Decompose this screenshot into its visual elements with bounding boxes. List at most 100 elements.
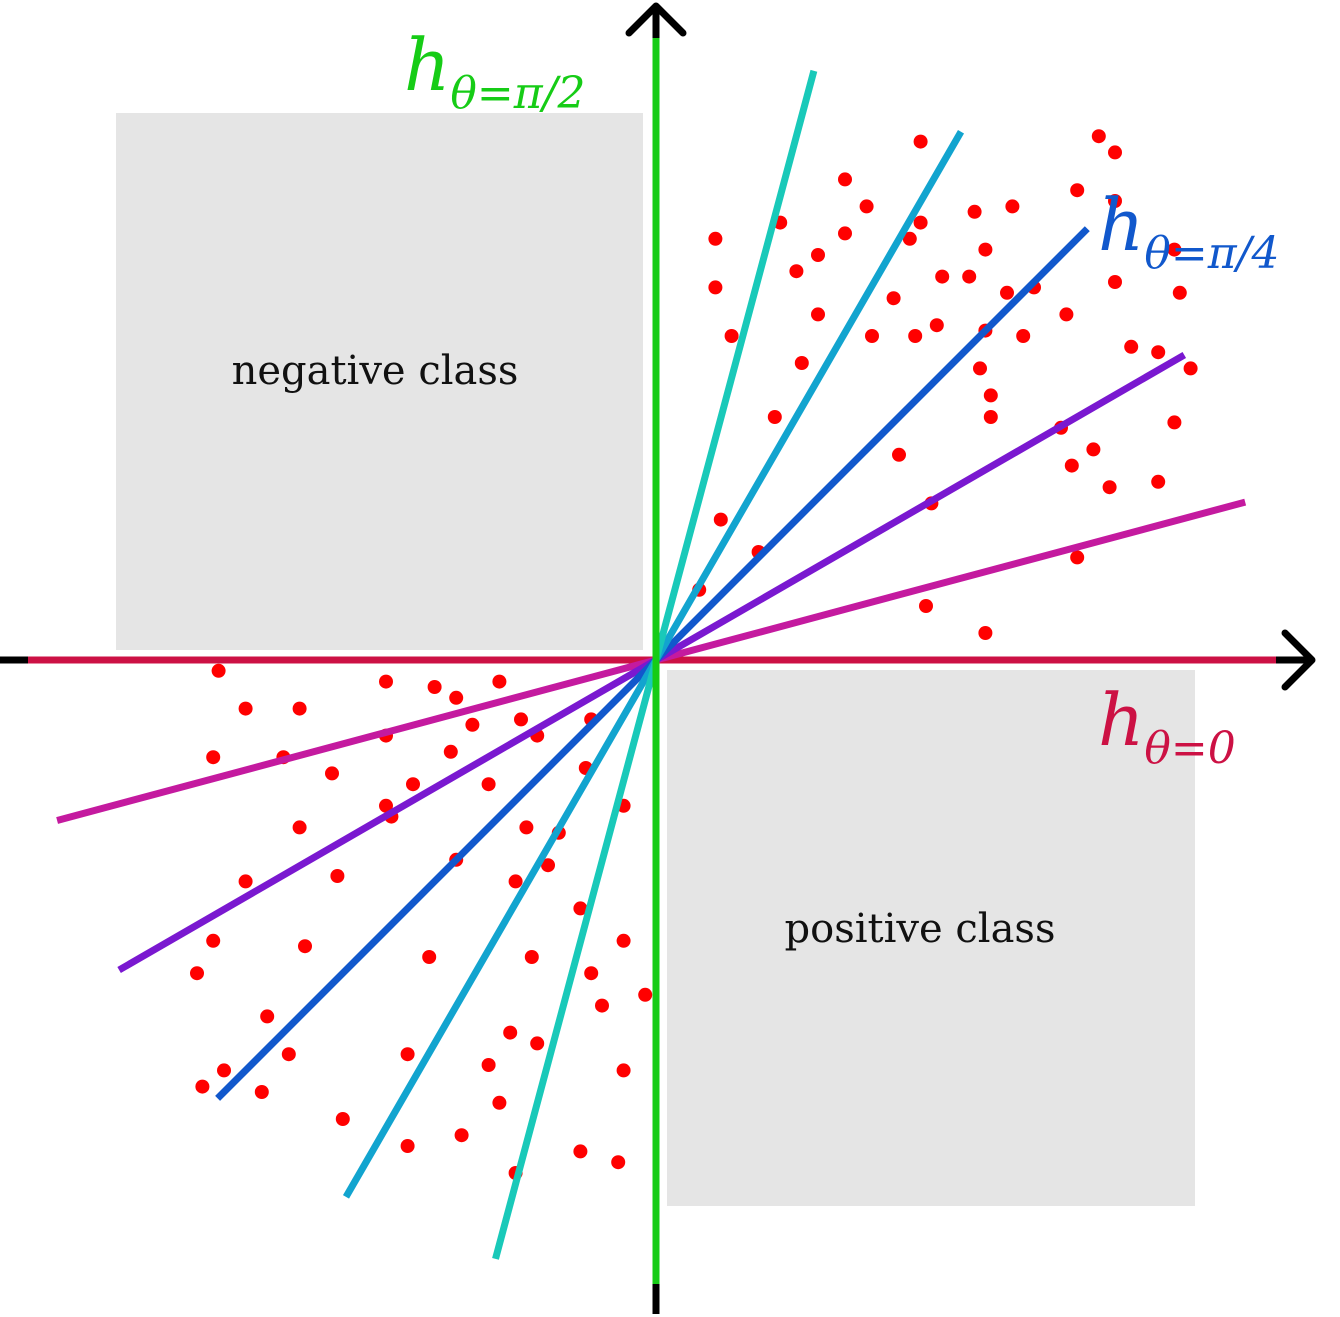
hypothesis-lines	[28, 38, 1276, 1284]
data-point	[530, 1036, 545, 1051]
data-points	[190, 129, 1198, 1180]
data-point	[638, 987, 653, 1002]
data-point	[1102, 480, 1117, 495]
data-point	[789, 264, 804, 279]
data-point	[724, 329, 739, 343]
y-axis-arrowhead	[625, 2, 687, 37]
data-point	[1151, 345, 1166, 360]
data-point	[978, 626, 993, 640]
data-point	[616, 933, 631, 948]
positive-class-region	[667, 670, 1195, 1206]
data-point	[514, 712, 528, 727]
h-theta-0-subscript: θ=0	[1144, 723, 1235, 774]
data-point	[1167, 242, 1182, 257]
data-point	[217, 1063, 231, 1078]
data-point	[449, 690, 464, 705]
data-point	[573, 1144, 588, 1159]
data-point	[973, 361, 987, 376]
negative-class-label: negative class	[232, 348, 519, 394]
data-point	[811, 307, 825, 322]
data-point	[713, 512, 728, 527]
data-point	[929, 318, 944, 333]
negative-class-region	[116, 113, 643, 650]
data-point	[443, 744, 458, 759]
data-point	[1108, 275, 1122, 289]
data-point	[913, 215, 928, 230]
data-point	[616, 1063, 631, 1078]
data-point	[1183, 361, 1198, 376]
data-point	[902, 231, 917, 246]
data-point	[325, 766, 339, 781]
data-point	[1059, 307, 1074, 322]
data-point	[206, 933, 221, 948]
data-point	[481, 1058, 496, 1072]
data-point	[1108, 194, 1122, 208]
data-point	[454, 1128, 469, 1143]
data-point	[708, 280, 723, 295]
data-point	[978, 242, 993, 257]
data-point	[1172, 285, 1187, 300]
data-point	[573, 901, 588, 916]
data-point	[465, 717, 480, 732]
data-point	[519, 820, 534, 835]
data-point	[892, 447, 906, 462]
data-point	[794, 356, 809, 370]
h-theta-pi-2-main: h	[404, 23, 450, 107]
h-theta-0-main: h	[1098, 678, 1144, 762]
data-point	[206, 750, 221, 765]
data-point	[298, 939, 312, 954]
data-point	[886, 291, 901, 306]
data-point	[811, 248, 825, 262]
data-point	[211, 663, 226, 678]
data-point	[1070, 550, 1085, 565]
data-point	[541, 858, 555, 873]
data-point	[238, 701, 253, 716]
data-point	[292, 820, 307, 835]
data-point	[238, 874, 253, 889]
data-point	[406, 777, 420, 792]
data-point	[983, 388, 998, 403]
data-point	[254, 1085, 269, 1099]
data-point	[1086, 442, 1101, 457]
data-point	[379, 798, 393, 813]
data-point	[422, 950, 437, 964]
data-point	[492, 1095, 507, 1110]
h-theta-pi-2-label: hθ=π/2	[404, 23, 585, 119]
data-point	[1016, 329, 1031, 343]
data-point	[1151, 474, 1166, 489]
data-point	[1070, 183, 1085, 198]
data-point	[195, 1079, 210, 1094]
data-point	[400, 1047, 415, 1062]
data-point	[492, 674, 507, 689]
data-point	[292, 701, 307, 716]
data-point	[190, 966, 204, 981]
data-point	[427, 680, 442, 694]
data-point	[1124, 339, 1139, 354]
data-point	[1000, 285, 1014, 300]
data-point	[838, 226, 852, 241]
data-point	[919, 599, 933, 613]
data-point	[1108, 145, 1122, 160]
data-point	[481, 777, 496, 792]
data-point	[767, 410, 782, 424]
data-point	[281, 1047, 296, 1062]
data-point	[611, 1155, 626, 1170]
h-theta-pi-2-subscript: θ=π/2	[450, 68, 585, 119]
data-point	[838, 172, 852, 187]
data-point	[595, 998, 609, 1013]
data-point	[935, 269, 950, 284]
data-point	[913, 134, 928, 149]
data-point	[260, 1009, 275, 1024]
data-point	[335, 1112, 350, 1126]
data-point	[967, 204, 982, 219]
data-point	[908, 329, 923, 343]
data-point	[983, 410, 998, 424]
data-point	[1091, 129, 1106, 144]
data-point	[1005, 199, 1020, 214]
data-point	[859, 199, 874, 214]
positive-class-label: positive class	[785, 906, 1056, 952]
h-theta-pi-4-label: hθ=π/4	[1098, 183, 1279, 279]
data-point	[865, 329, 879, 343]
data-point	[400, 1139, 415, 1153]
data-point	[962, 269, 977, 284]
